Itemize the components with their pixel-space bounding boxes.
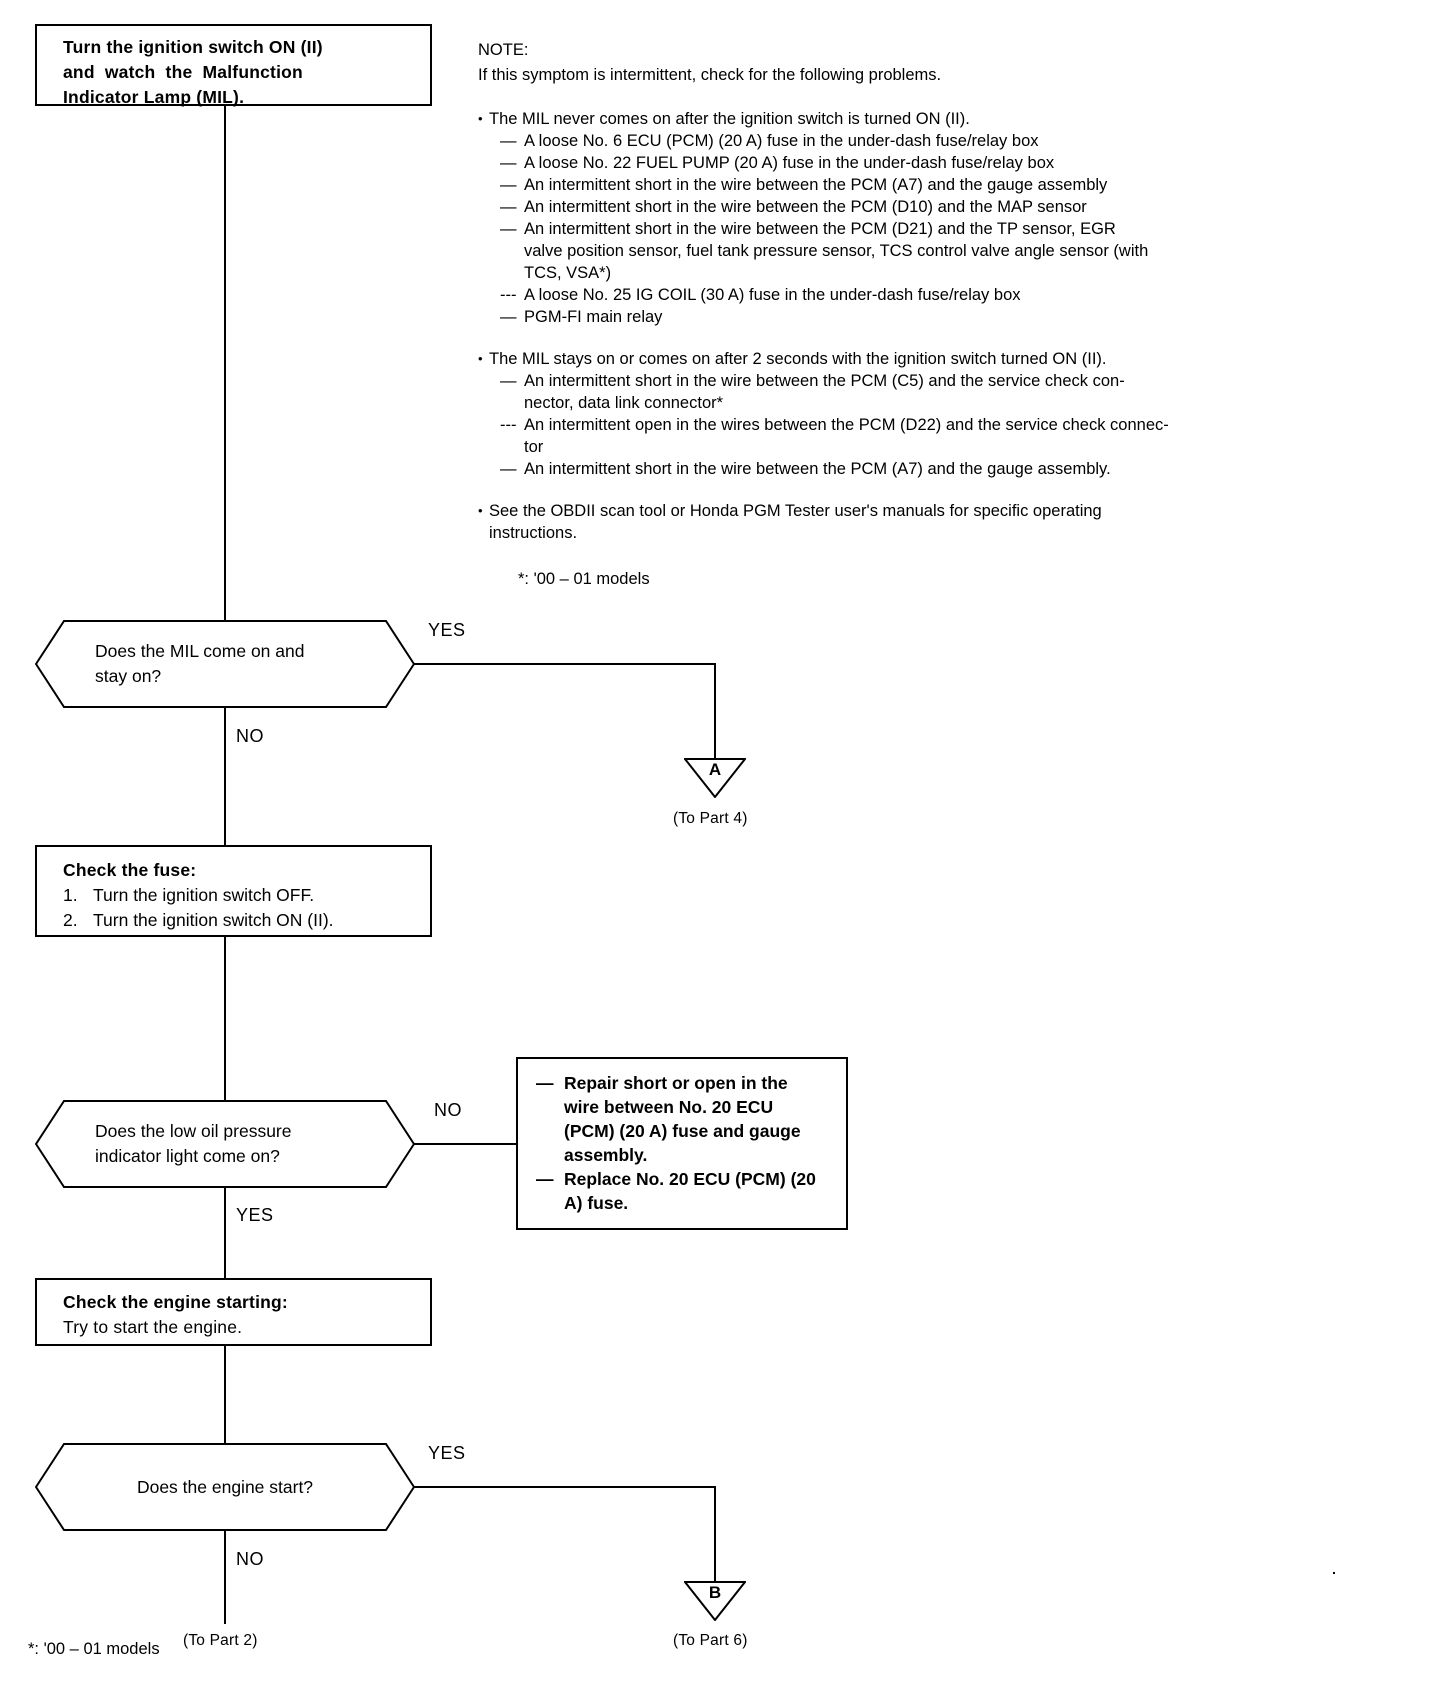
- repair-item-2: — Replace No. 20 ECU (PCM) (20 A) fuse.: [536, 1167, 836, 1215]
- bullet-dot: •: [478, 503, 483, 518]
- dash-mark: —: [500, 198, 517, 216]
- note-item-1-4: — An intermittent short in the wire betw…: [500, 196, 1338, 218]
- note-item-2-3: — An intermittent short in the wire betw…: [500, 458, 1338, 480]
- fuse-box-step-2: 2. Turn the ignition switch ON (II).: [63, 908, 430, 933]
- connector-b-letter: B: [708, 1583, 722, 1602]
- dash-mark-alt: ---: [500, 286, 517, 304]
- connector-mil-no: [224, 708, 226, 847]
- connector-fuse-to-oil: [224, 937, 226, 1102]
- connector-oil-yes: [224, 1188, 226, 1308]
- repair-item-2-dash: —: [536, 1169, 554, 1189]
- bullet-dot: •: [478, 351, 483, 366]
- decision-engine-start: Does the engine start?: [35, 1443, 415, 1531]
- decision-start-text: Does the engine start?: [136, 1476, 314, 1497]
- page-footnote: *: '00 – 01 models: [28, 1640, 160, 1658]
- decision-oil-text: Does the low oil pressure indicator ligh…: [95, 1121, 292, 1166]
- bullet-dot: •: [478, 111, 483, 126]
- process-box-repair: — Repair short or open in the wire betwe…: [516, 1057, 848, 1230]
- note-item-1-2: — A loose No. 22 FUEL PUMP (20 A) fuse i…: [500, 152, 1338, 174]
- decision-mil-text: Does the MIL come on and stay on?: [95, 641, 305, 686]
- dash-mark: —: [500, 132, 517, 150]
- repair-item-1-text: Repair short or open in the wire between…: [564, 1073, 801, 1165]
- connector-start-to-mil: [224, 106, 226, 620]
- fuse-box-step-1: 1. Turn the ignition switch OFF.: [63, 883, 430, 908]
- dash-mark: —: [500, 372, 517, 390]
- note-item-1-3-text: An intermittent short in the wire betwee…: [524, 176, 1108, 194]
- note-heading: NOTE:: [478, 41, 529, 59]
- note-bullet-3: • See the OBDII scan tool or Honda PGM T…: [478, 500, 1338, 544]
- process-box-engine-starting: Check the engine starting: Try to start …: [35, 1278, 432, 1346]
- note-block: NOTE: If this symptom is intermittent, c…: [478, 38, 1338, 589]
- note-bullet-2: • The MIL stays on or comes on after 2 s…: [478, 348, 1338, 370]
- dash-mark: —: [500, 176, 517, 194]
- decision-low-oil-pressure: Does the low oil pressure indicator ligh…: [35, 1100, 415, 1188]
- connector-a-letter: A: [708, 760, 722, 779]
- note-bullet-1: • The MIL never comes on after the ignit…: [478, 108, 1338, 130]
- repair-item-1: — Repair short or open in the wire betwe…: [536, 1071, 836, 1167]
- note-item-1-1: — A loose No. 6 ECU (PCM) (20 A) fuse in…: [500, 130, 1338, 152]
- process-box-check-fuse: Check the fuse: 1. Turn the ignition swi…: [35, 845, 432, 937]
- label-oil-no: NO: [434, 1100, 462, 1120]
- connector-mil-yes-horizontal: [414, 663, 716, 665]
- dash-mark-alt: ---: [500, 416, 517, 434]
- connector-b-caption: (To Part 6): [673, 1632, 748, 1649]
- note-item-2-2: --- An intermittent open in the wires be…: [500, 414, 1338, 458]
- process-box-start: Turn the ignition switch ON (II) and wat…: [35, 24, 432, 107]
- note-bullet-3-text: See the OBDII scan tool or Honda PGM Tes…: [489, 502, 1102, 542]
- label-start-yes: YES: [428, 1443, 466, 1463]
- start-line-1: Turn the ignition switch ON (II): [63, 37, 323, 57]
- connector-oil-no-horizontal: [414, 1143, 518, 1145]
- note-item-2-3-text: An intermittent short in the wire betwee…: [524, 460, 1111, 478]
- note-item-1-2-text: A loose No. 22 FUEL PUMP (20 A) fuse in …: [524, 154, 1055, 172]
- fuse-step-2-number: 2.: [63, 910, 78, 930]
- note-item-2-1: — An intermittent short in the wire betw…: [500, 370, 1338, 414]
- repair-item-1-dash: —: [536, 1073, 554, 1093]
- start-line-2: and watch the Malfunction: [63, 62, 303, 82]
- scan-artifact-dot: [1333, 1572, 1335, 1574]
- decision-mil-come-on: Does the MIL come on and stay on?: [35, 620, 415, 708]
- connector-a-caption: (To Part 4): [673, 810, 748, 827]
- dash-mark: —: [500, 308, 517, 326]
- engine-box-title: Check the engine starting:: [63, 1292, 288, 1312]
- connector-mil-yes-vertical: [714, 663, 716, 760]
- label-mil-no: NO: [236, 726, 264, 746]
- note-item-1-6: --- A loose No. 25 IG COIL (30 A) fuse i…: [500, 284, 1338, 306]
- engine-box-line: Try to start the engine.: [63, 1317, 243, 1337]
- connector-start-yes-vertical: [714, 1486, 716, 1583]
- connector-engine-to-start: [224, 1346, 226, 1445]
- note-item-1-4-text: An intermittent short in the wire betwee…: [524, 198, 1087, 216]
- dash-mark: —: [500, 154, 517, 172]
- to-part-2-caption: (To Part 2): [183, 1632, 258, 1649]
- note-footnote: *: '00 – 01 models: [518, 570, 650, 588]
- start-line-3: Indicator Lamp (MIL).: [63, 87, 245, 107]
- note-item-2-1-text: An intermittent short in the wire betwee…: [524, 372, 1125, 412]
- note-item-1-7: — PGM-FI main relay: [500, 306, 1338, 328]
- connector-start-yes-horizontal: [414, 1486, 716, 1488]
- note-item-1-1-text: A loose No. 6 ECU (PCM) (20 A) fuse in t…: [524, 132, 1039, 150]
- note-item-1-5: — An intermittent short in the wire betw…: [500, 218, 1338, 284]
- connector-start-no: [224, 1531, 226, 1624]
- fuse-step-1-text: Turn the ignition switch OFF.: [93, 885, 315, 905]
- fuse-box-title: Check the fuse:: [63, 860, 197, 880]
- label-oil-yes: YES: [236, 1205, 274, 1225]
- note-item-1-5-text: An intermittent short in the wire betwee…: [524, 220, 1149, 282]
- dash-mark: —: [500, 460, 517, 478]
- label-mil-yes: YES: [428, 620, 466, 640]
- note-item-1-7-text: PGM-FI main relay: [524, 308, 663, 326]
- note-bullet-2-text: The MIL stays on or comes on after 2 sec…: [489, 350, 1107, 368]
- note-item-1-6-text: A loose No. 25 IG COIL (30 A) fuse in th…: [524, 286, 1021, 304]
- note-bullet-1-text: The MIL never comes on after the ignitio…: [489, 110, 970, 128]
- note-item-2-2-text: An intermittent open in the wires betwee…: [524, 416, 1169, 456]
- label-start-no: NO: [236, 1549, 264, 1569]
- repair-item-2-text: Replace No. 20 ECU (PCM) (20 A) fuse.: [564, 1169, 816, 1213]
- note-item-1-3: — An intermittent short in the wire betw…: [500, 174, 1338, 196]
- fuse-step-2-text: Turn the ignition switch ON (II).: [93, 910, 334, 930]
- note-intro: If this symptom is intermittent, check f…: [478, 66, 942, 84]
- connector-b: B: [684, 1581, 746, 1621]
- connector-a: A: [684, 758, 746, 798]
- dash-mark: —: [500, 220, 517, 238]
- fuse-step-1-number: 1.: [63, 885, 78, 905]
